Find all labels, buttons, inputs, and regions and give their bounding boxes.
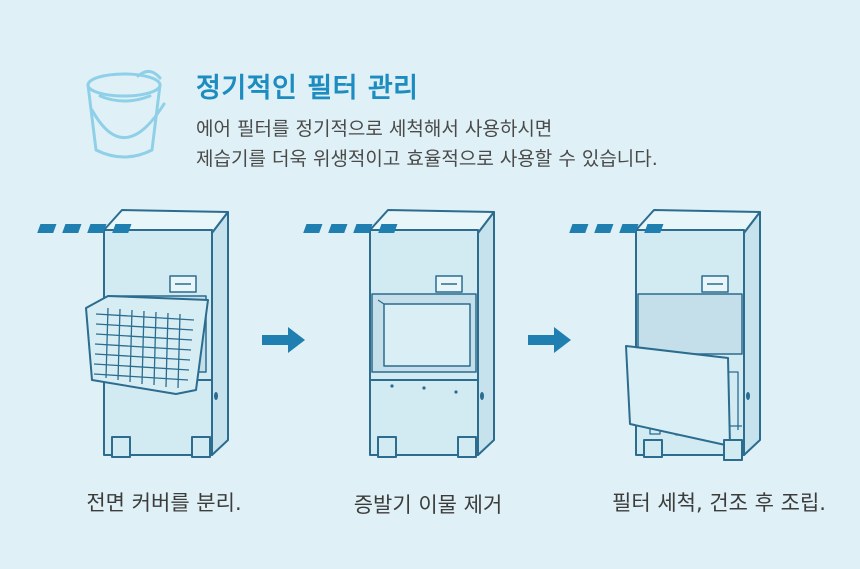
description: 에어 필터를 정기적으로 세척해서 사용하시면 제습기를 더욱 위생적이고 효율… [196, 114, 658, 174]
unit-step-1 [37, 209, 229, 458]
page-title: 정기적인 필터 관리 [196, 73, 419, 104]
unit-step-3 [569, 209, 761, 461]
step-3-caption: 필터 세척, 건조 후 조립. [612, 491, 826, 515]
description-line: 에어 필터를 정기적으로 세척해서 사용하시면 [196, 118, 553, 140]
unit-step-2 [303, 209, 495, 458]
step-1-caption: 전면 커버를 분리. [86, 491, 242, 515]
step-2-caption: 증발기 이물 제거 [353, 493, 503, 517]
bucket-icon [86, 70, 166, 159]
arrow-right-icon [262, 327, 305, 353]
arrow-right-icon [528, 327, 571, 353]
description-line: 제습기를 더욱 위생적이고 효율적으로 사용할 수 있습니다. [196, 148, 658, 170]
